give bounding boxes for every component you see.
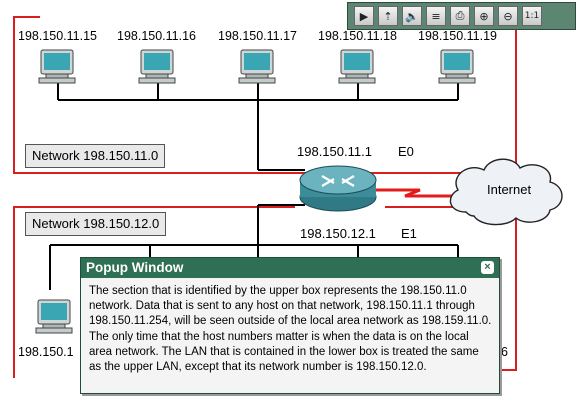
popup-body-text: The section that is identified by the up… — [89, 285, 492, 374]
internet-label: Internet — [487, 182, 532, 197]
bookmark-icon: ⇡ — [383, 9, 393, 23]
router-e0-ip: 198.150.11.1 — [297, 144, 372, 159]
bottom-network-boundary-left — [13, 206, 295, 378]
print-button[interactable]: ⎙ — [450, 6, 470, 26]
router-e0-label: E0 — [398, 144, 414, 159]
computer-icon — [35, 299, 73, 334]
network-label-top: Network 198.150.11.0 — [25, 144, 166, 168]
popup-header: Popup Window × — [81, 258, 499, 278]
play-button[interactable]: ▶ — [354, 6, 374, 26]
network-label-bottom: Network 198.150.12.0 — [25, 212, 167, 236]
host-ip-label: 198.150.11.16 — [117, 29, 197, 43]
computer-icon — [238, 49, 276, 84]
print-icon: ⎙ — [455, 9, 465, 22]
zoom-out-icon: ⊖ — [503, 9, 513, 23]
bottom-network-boundary-right — [385, 206, 517, 371]
host-ip-label: 198.150.11.15 — [18, 29, 98, 43]
audio-button[interactable]: 🔈 — [402, 6, 422, 26]
host-ip-label: 198.150.11.17 — [218, 29, 298, 43]
computer-icon — [338, 49, 376, 84]
zoom-out-button[interactable]: ⊖ — [498, 6, 518, 26]
viewer-toolbar: ▶ ⇡ 🔈 ≡ ⎙ ⊕ ⊖ 1:1 — [347, 2, 576, 30]
internet-cloud-icon — [449, 158, 563, 226]
computer-icon — [38, 49, 76, 84]
wan-link — [372, 188, 455, 198]
popup-title: Popup Window — [86, 260, 184, 275]
text-button[interactable]: ≡ — [426, 6, 446, 26]
router-e1-ip: 198.150.12.1 — [300, 226, 376, 241]
bookmark-button[interactable]: ⇡ — [378, 6, 398, 26]
router-e1-label: E1 — [401, 226, 417, 241]
zoom-in-icon: ⊕ — [479, 9, 489, 23]
actual-size-button[interactable]: 1:1 — [522, 6, 542, 26]
popup-window: Popup Window × The section that is ident… — [80, 257, 500, 394]
text-icon: ≡ — [431, 9, 441, 23]
router-icon — [299, 165, 377, 212]
computer-icon — [138, 49, 176, 84]
close-icon: × — [484, 261, 491, 273]
zoom-in-button[interactable]: ⊕ — [474, 6, 494, 26]
host-ip-label: 198.150.11.19 — [418, 29, 498, 43]
close-button[interactable]: × — [481, 261, 494, 274]
host-ip-label: 198.150.11.18 — [318, 29, 398, 43]
play-icon: ▶ — [359, 9, 369, 23]
speaker-icon: 🔈 — [405, 9, 419, 23]
host-ip-label: 198.150.1 — [18, 345, 74, 359]
host-ip-label: 6 — [501, 345, 508, 359]
actual-size-icon: 1:1 — [524, 11, 540, 21]
computer-icon — [438, 49, 476, 84]
